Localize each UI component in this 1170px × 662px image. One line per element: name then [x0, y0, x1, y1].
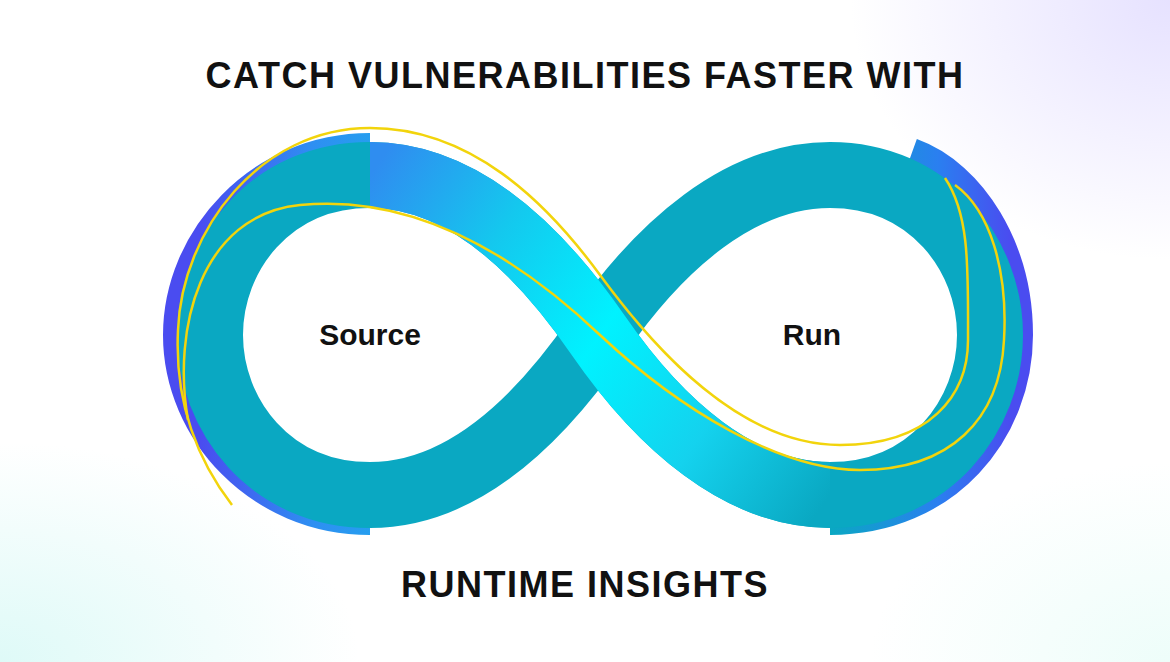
accent-line [178, 128, 968, 505]
loop-label: Run [783, 318, 841, 352]
loop-label: Source [319, 318, 421, 352]
caption: RUNTIME INSIGHTS [401, 564, 769, 606]
accent-line [184, 185, 1005, 470]
title: CATCH VULNERABILITIES FASTER WITH [206, 55, 965, 97]
